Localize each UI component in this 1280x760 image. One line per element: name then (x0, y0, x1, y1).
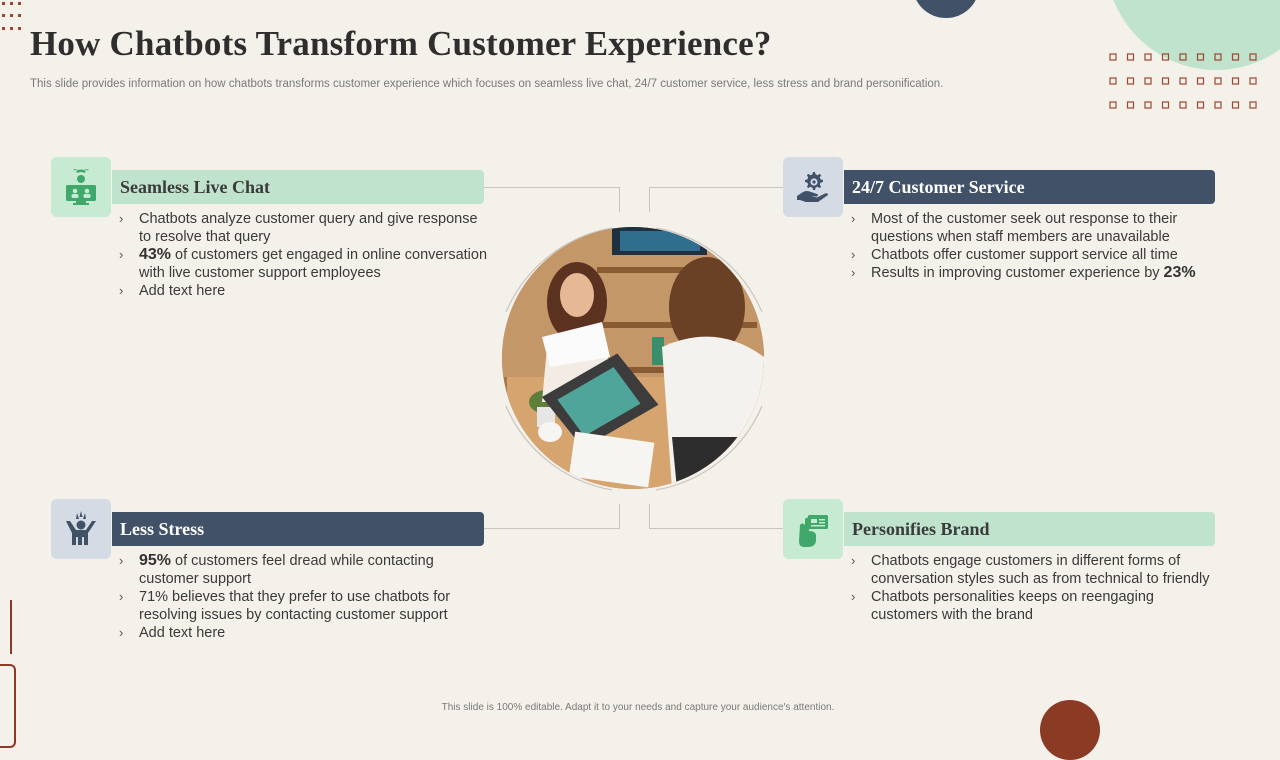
list-item: ›Chatbots personalities keeps on reengag… (851, 589, 1154, 623)
list-item: ›Chatbots offer customer support service… (851, 247, 1178, 263)
chat-agent-icon (51, 157, 111, 217)
list-item: ›43% of customers get engaged in online … (119, 246, 488, 281)
seamless-live-chat-points: ›Chatbots analyze customer query and giv… (119, 210, 489, 300)
list-item: ›Add text here (119, 625, 226, 641)
list-item: ›95% of customers feel dread while conta… (119, 552, 442, 587)
connector-top-left (484, 187, 620, 212)
list-item: ›Chatbots engage customers in different … (851, 553, 1210, 587)
personifies-brand-points: ›Chatbots engage customers in different … (851, 552, 1215, 624)
hand-card-icon (783, 499, 843, 559)
list-item: ›Add text here (119, 283, 226, 299)
decor-navy-circle (913, 0, 979, 18)
connector-bottom-left (484, 504, 620, 529)
slide-subtitle: This slide provides information on how c… (30, 78, 944, 90)
decor-line-left (10, 600, 12, 654)
seamless-live-chat-heading: Seamless Live Chat (112, 170, 484, 204)
slide-title: How Chatbots Transform Customer Experien… (30, 24, 772, 63)
slide-footer: This slide is 100% editable. Adapt it to… (441, 702, 835, 713)
less-stress-heading: Less Stress (112, 512, 484, 546)
list-item: ›Most of the customer seek out response … (851, 211, 1178, 245)
connector-bottom-right (649, 504, 784, 529)
less-stress-points: ›95% of customers feel dread while conta… (119, 552, 489, 642)
decor-dot-grid-topright (1106, 50, 1266, 119)
stressed-person-icon (51, 499, 111, 559)
gear-hand-icon (783, 157, 843, 217)
list-item: ›Chatbots analyze customer query and giv… (119, 211, 478, 245)
connector-top-right (649, 187, 784, 212)
personifies-brand-heading: Personifies Brand (844, 512, 1215, 546)
list-item: ›71% believes that they prefer to use ch… (119, 589, 451, 623)
customer-service-heading: 24/7 Customer Service (844, 170, 1215, 204)
meeting-photo (502, 227, 764, 489)
list-item: ›Results in improving customer experienc… (851, 264, 1196, 281)
decor-dots-topleft (0, 0, 30, 39)
customer-service-points: ›Most of the customer seek out response … (851, 210, 1215, 282)
